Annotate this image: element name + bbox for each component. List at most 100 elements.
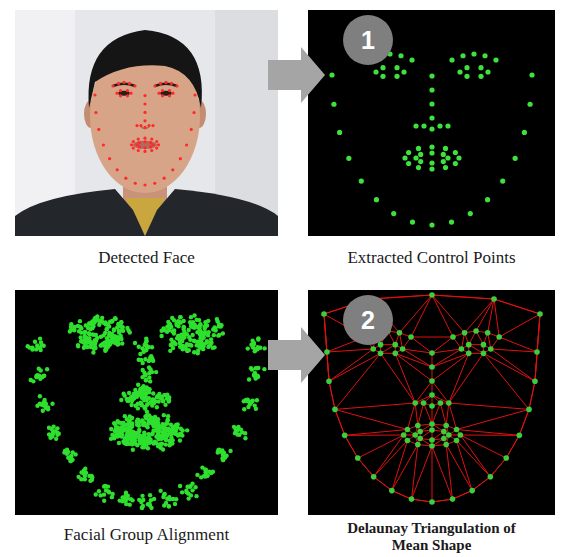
aligned-point <box>193 485 197 489</box>
control-point <box>449 220 454 225</box>
aligned-point <box>149 440 153 444</box>
control-point <box>429 101 434 106</box>
aligned-point <box>141 504 145 508</box>
aligned-point <box>161 398 165 402</box>
aligned-point <box>186 496 190 500</box>
control-point <box>522 130 527 135</box>
aligned-point <box>159 442 163 446</box>
aligned-point <box>117 330 121 334</box>
aligned-point <box>178 315 182 319</box>
aligned-point <box>180 428 184 432</box>
aligned-point <box>97 489 101 493</box>
landmark-dot <box>116 168 119 171</box>
triangulation-hull <box>324 295 540 502</box>
aligned-point <box>40 343 44 347</box>
aligned-point <box>181 325 185 329</box>
aligned-point <box>140 361 144 365</box>
landmark-dot <box>134 182 137 185</box>
landmark-dot <box>168 89 171 92</box>
aligned-point <box>217 324 221 328</box>
panel-image <box>15 10 278 236</box>
aligned-point <box>126 399 130 403</box>
control-point <box>445 123 450 128</box>
mean-shape-point <box>454 438 460 444</box>
aligned-point <box>37 366 41 370</box>
aligned-point <box>147 371 151 375</box>
control-point <box>485 69 490 74</box>
aligned-point <box>203 331 207 335</box>
aligned-point <box>216 333 220 337</box>
aligned-point <box>133 388 137 392</box>
aligned-point <box>211 346 215 350</box>
aligned-point <box>139 401 143 405</box>
aligned-point <box>178 315 182 319</box>
aligned-point <box>150 356 154 360</box>
aligned-point <box>195 339 199 343</box>
control-point <box>380 74 385 79</box>
control-point <box>401 69 406 74</box>
aligned-point <box>104 327 108 331</box>
mean-shape-point <box>405 427 411 433</box>
landmark-dot <box>179 157 182 160</box>
control-point <box>413 155 418 160</box>
control-point <box>391 211 396 216</box>
landmark-dot <box>138 141 141 144</box>
aligned-point <box>162 503 166 507</box>
mean-shape-point <box>321 311 327 317</box>
landmark-dot <box>119 89 122 92</box>
mean-shape-point <box>441 429 447 435</box>
aligned-point <box>178 340 182 344</box>
aligned-point <box>127 430 131 434</box>
landmark-dot <box>157 143 160 146</box>
mean-shape-point <box>392 342 398 348</box>
aligned-point <box>38 394 42 398</box>
triangulation-edge <box>324 295 540 502</box>
aligned-point <box>186 491 190 495</box>
mean-shape-point <box>401 432 407 438</box>
aligned-point <box>90 326 94 330</box>
aligned-point <box>83 330 87 334</box>
aligned-point <box>103 344 107 348</box>
aligned-point <box>107 343 111 347</box>
aligned-point <box>135 443 139 447</box>
control-point <box>482 53 487 58</box>
mean-shape-point <box>526 407 532 413</box>
aligned-point <box>192 350 196 354</box>
aligned-point <box>35 373 39 377</box>
aligned-point <box>129 403 133 407</box>
aligned-point <box>94 333 98 337</box>
aligned-point <box>250 399 254 403</box>
aligned-point <box>130 498 134 502</box>
aligned-point <box>88 478 92 482</box>
aligned-point <box>33 340 37 344</box>
mean-shape-point <box>429 443 435 449</box>
aligned-point <box>131 448 135 452</box>
aligned-point <box>206 319 210 323</box>
eyebrow <box>155 84 177 86</box>
aligned-point <box>76 324 80 328</box>
aligned-point <box>102 499 106 503</box>
aligned-point <box>94 492 98 496</box>
aligned-point <box>134 392 138 396</box>
aligned-point <box>154 370 158 374</box>
mean-shape-point <box>389 488 395 494</box>
aligned-point <box>42 374 46 378</box>
aligned-point <box>215 317 219 321</box>
aligned-point <box>159 334 163 338</box>
mean-shape-point <box>537 311 543 317</box>
landmark-dot <box>128 82 131 85</box>
landmark-dot <box>126 94 129 97</box>
aligned-point <box>78 319 82 323</box>
aligned-point <box>117 420 121 424</box>
aligned-point <box>79 470 83 474</box>
aligned-point <box>171 497 175 501</box>
control-point <box>413 123 418 128</box>
landmark-dot <box>190 128 193 131</box>
aligned-point <box>143 414 147 418</box>
aligned-point <box>138 393 142 397</box>
landmark-dot <box>126 89 129 92</box>
aligned-point <box>144 391 148 395</box>
aligned-point <box>256 375 260 379</box>
mean-shape-point <box>415 442 421 448</box>
